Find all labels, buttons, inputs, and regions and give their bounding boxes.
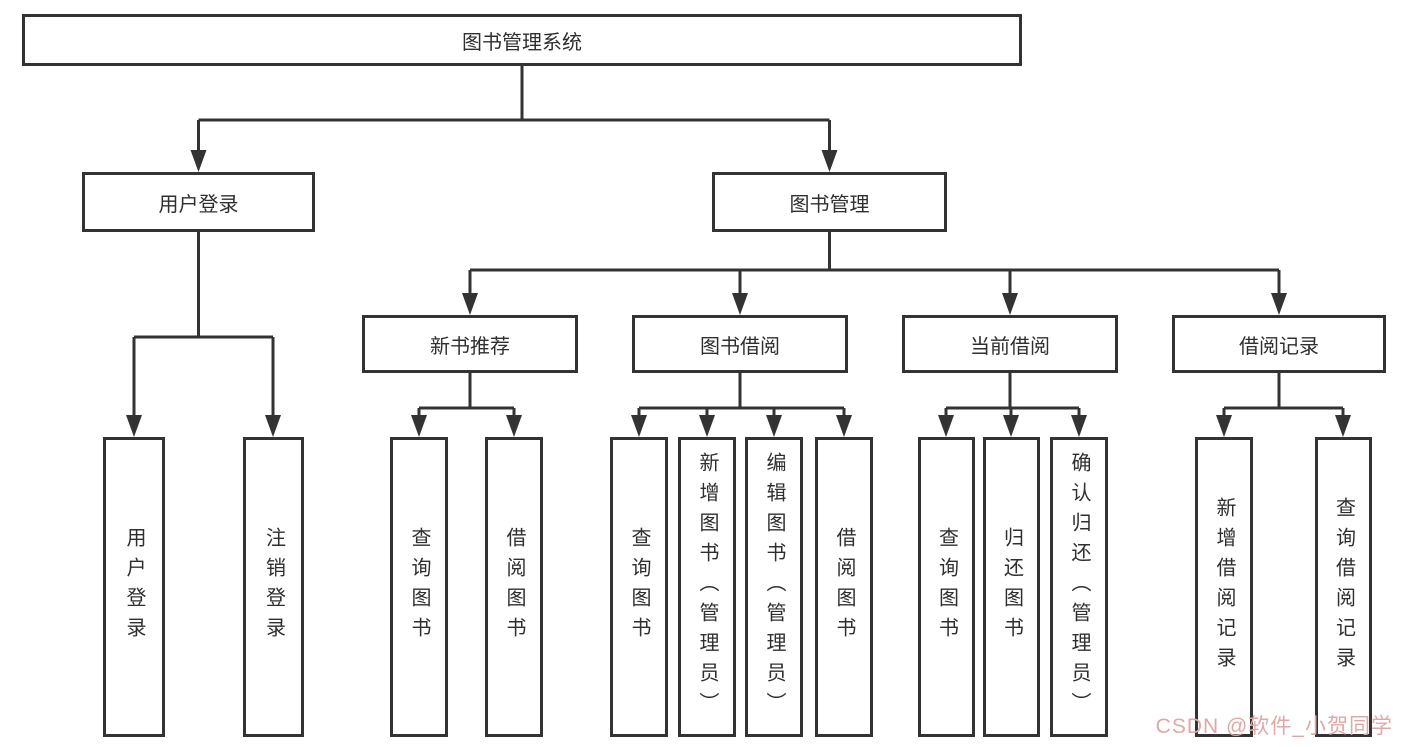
node-root: 图书管理系统: [22, 14, 1022, 66]
arrowhead-icon: [938, 415, 954, 437]
connector-root-to-level2: [190, 66, 838, 172]
arrowhead-icon: [699, 415, 715, 437]
arrowhead-icon: [766, 415, 782, 437]
leaf-borrow-book-recommend: 借阅图书: [485, 437, 543, 737]
arrowhead-icon: [1071, 415, 1087, 437]
arrowhead-icon: [190, 150, 207, 172]
arrowhead-icon: [1216, 415, 1232, 437]
leaf-add-book-admin: 新增图书（管理员）: [678, 437, 736, 737]
leaf-return-book: 归还图书: [983, 437, 1040, 737]
leaf-query-book-current: 查询图书: [918, 437, 975, 737]
arrowhead-icon: [1335, 415, 1351, 437]
node-new-book-recommend: 新书推荐: [362, 315, 578, 373]
arrowhead-icon: [411, 415, 427, 437]
node-current-borrow: 当前借阅: [902, 315, 1118, 373]
connector-user-login: [126, 232, 281, 437]
arrowhead-icon: [631, 415, 647, 437]
connector-book-management: [462, 232, 1287, 315]
arrowhead-icon: [462, 293, 478, 315]
leaf-user-login: 用户登录: [103, 437, 165, 737]
leaf-edit-book-admin: 编辑图书（管理员）: [745, 437, 803, 737]
leaf-confirm-return-admin: 确认归还（管理员）: [1050, 437, 1108, 737]
leaf-add-borrow-record: 新增借阅记录: [1195, 437, 1253, 737]
leaf-query-borrow-record: 查询借阅记录: [1315, 437, 1372, 737]
leaf-logout: 注销登录: [243, 437, 304, 737]
arrowhead-icon: [1003, 415, 1019, 437]
arrowhead-icon: [1271, 293, 1287, 315]
connector-borrow-records: [1216, 373, 1351, 437]
leaf-borrow-book: 借阅图书: [815, 437, 873, 737]
arrowhead-icon: [821, 150, 838, 172]
connector-book-borrow: [631, 373, 852, 437]
node-user-login: 用户登录: [82, 172, 315, 232]
arrowhead-icon: [265, 415, 281, 437]
csdn-watermark: CSDN @软件_小贺同学: [1155, 715, 1393, 738]
node-borrow-records: 借阅记录: [1172, 315, 1386, 373]
connector-current-borrow: [938, 373, 1087, 437]
leaf-query-book-recommend: 查询图书: [390, 437, 448, 737]
arrowhead-icon: [506, 415, 522, 437]
arrowhead-icon: [126, 415, 142, 437]
node-book-borrow: 图书借阅: [632, 315, 848, 373]
leaf-query-book-borrow: 查询图书: [610, 437, 668, 737]
arrowhead-icon: [836, 415, 852, 437]
connector-new-book-recommend: [411, 373, 522, 437]
arrowhead-icon: [732, 293, 748, 315]
arrowhead-icon: [1002, 293, 1018, 315]
node-book-management: 图书管理: [712, 172, 947, 232]
